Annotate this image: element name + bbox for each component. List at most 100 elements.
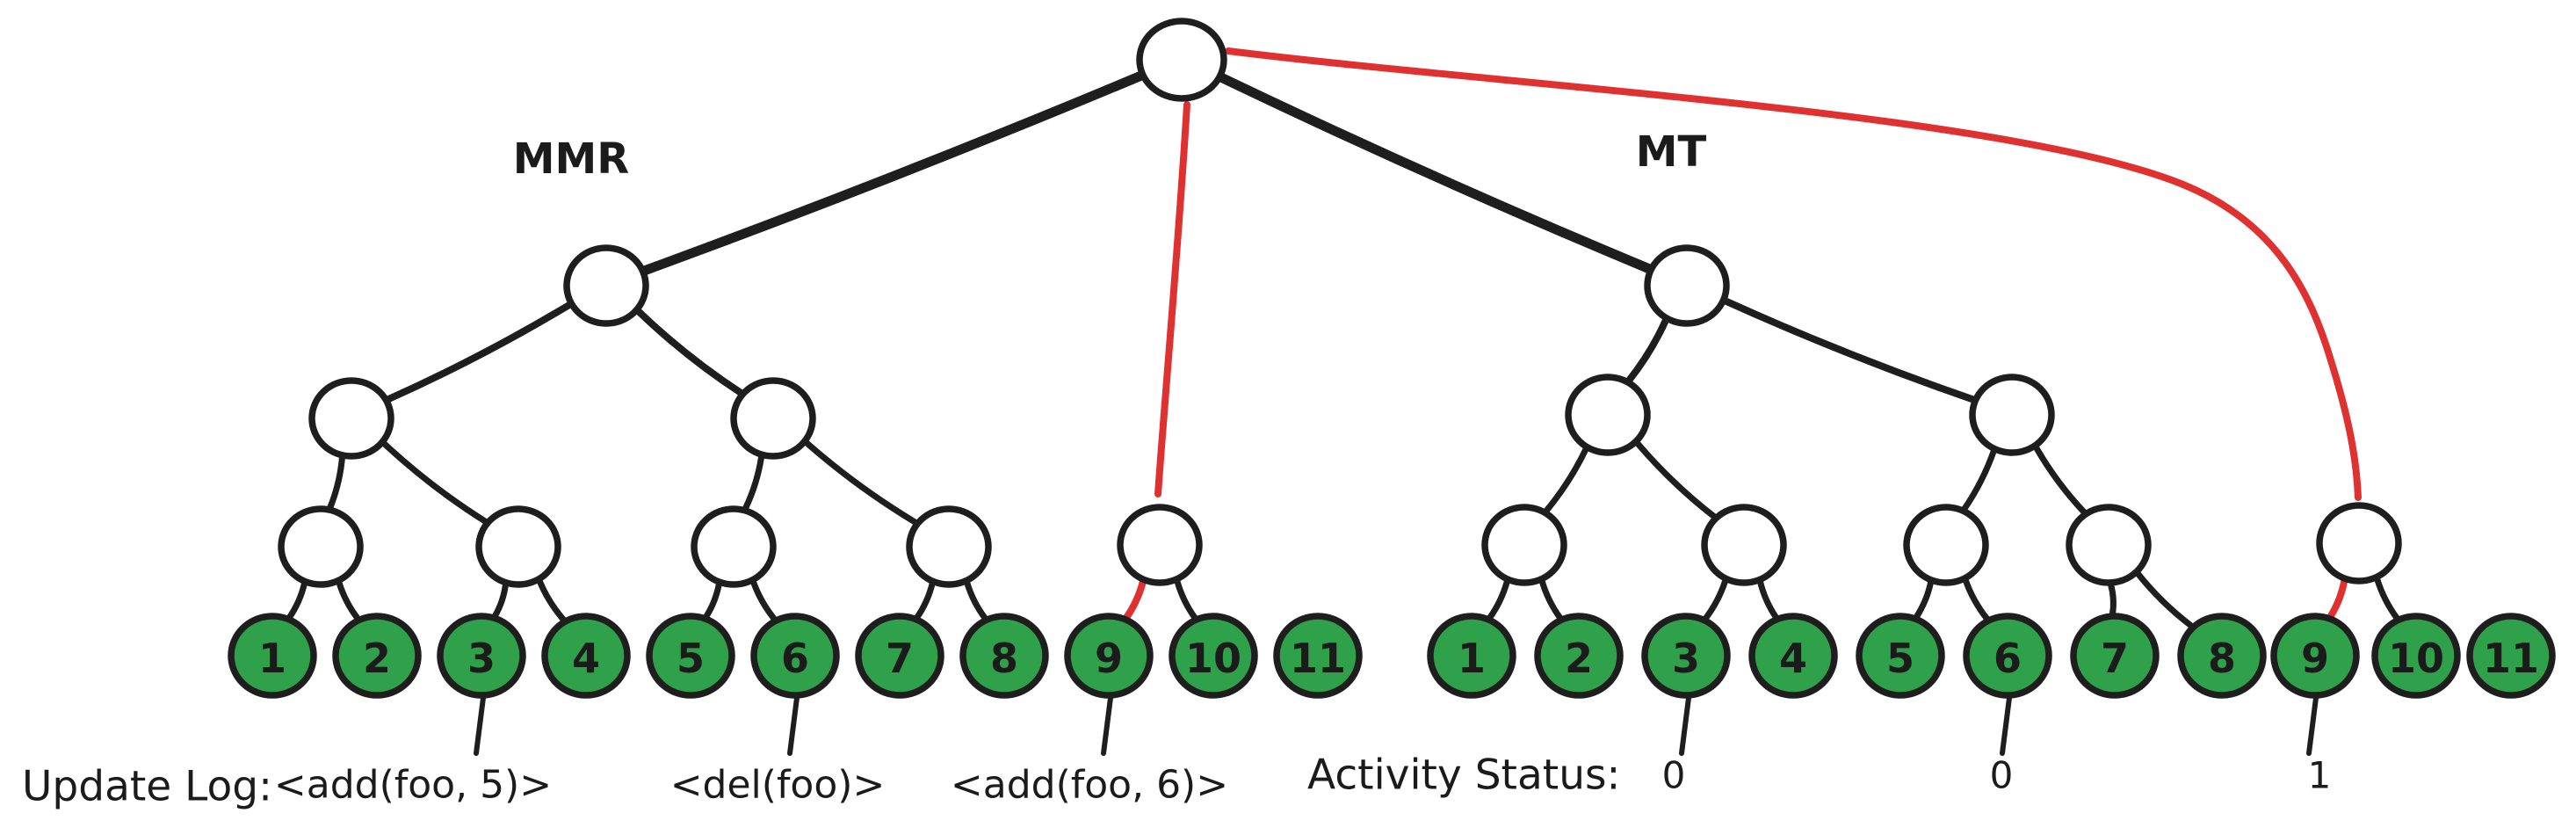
node-mmr-root — [563, 244, 649, 327]
edge-mmr-l3-left-to-mmr-l4-34 — [380, 439, 489, 526]
node-label-mmr-leaf-10: 10 — [1185, 635, 1241, 682]
update-entry-1: <add(foo, 5)> — [274, 763, 552, 808]
edge-mmr-l4-34-to-mmr-leaf-4 — [536, 577, 568, 624]
update-entry-3: <add(foo, 6)> — [951, 763, 1228, 808]
node-mmr-l4-56 — [691, 505, 777, 588]
node-mmr-leaf-5 — [646, 613, 735, 699]
node-mmr-l4-910 — [1117, 504, 1203, 586]
edge-mmr-l4-910-to-mmr-leaf-10 — [1174, 577, 1198, 621]
red-link-root-to-mt-peak — [1225, 47, 2362, 501]
edge-mmr-root-to-mmr-l3-right — [634, 307, 745, 397]
node-mt-leaf-9 — [2270, 613, 2360, 699]
edge-mmr-l4-56-to-mmr-leaf-6 — [749, 578, 778, 623]
node-mt-leaf-10 — [2371, 613, 2461, 699]
activity-value-2: 0 — [1990, 754, 2014, 797]
node-mmr-leaf-3 — [437, 613, 526, 699]
node-mt-root — [1644, 244, 1730, 327]
node-mt-leaf-7 — [2070, 613, 2160, 699]
node-label-mmr-leaf-8: 8 — [990, 635, 1018, 682]
node-label-mt-leaf-7: 7 — [2101, 635, 2129, 682]
mmr-label: MMR — [513, 134, 630, 184]
node-mt-leaf-8 — [2177, 613, 2267, 699]
node-label-mmr-leaf-3: 3 — [467, 635, 496, 682]
node-mmr-leaf-2 — [332, 613, 422, 699]
node-label-mt-leaf-5: 5 — [1886, 635, 1914, 682]
edge-mt-l4-78-to-mt-leaf-7 — [2108, 581, 2117, 618]
node-mmr-leaf-4 — [541, 613, 631, 699]
node-mmr-l4-12 — [278, 505, 364, 588]
node-label-mmr-leaf-11: 11 — [1290, 635, 1346, 682]
edge-mmr-l3-right-to-mmr-l4-56 — [742, 453, 765, 512]
node-label-mmr-leaf-7: 7 — [886, 635, 914, 682]
node-label-mt-leaf-2: 2 — [1565, 635, 1593, 682]
edge-mt-root-to-mt-l3-left — [1624, 316, 1670, 385]
tick-mmr-leaf-9 — [1101, 695, 1113, 756]
node-label-mt-leaf-10: 10 — [2388, 635, 2444, 682]
node-mt-l4-34 — [1701, 504, 1787, 586]
edge-mmr-l4-12-to-mmr-leaf-2 — [336, 578, 361, 622]
tick-mt-leaf-6 — [2000, 695, 2012, 756]
node-mt-l4-56 — [1903, 504, 1989, 586]
edge-mt-l4-34-to-mt-leaf-4 — [1756, 577, 1780, 621]
edge-mt-l3-left-to-mt-l4-12 — [1543, 445, 1589, 515]
node-mmr-leaf-6 — [750, 613, 840, 699]
edge-mt-l4-12-to-mt-leaf-2 — [1538, 577, 1564, 621]
node-mt-leaf-3 — [1641, 613, 1731, 699]
node-label-mt-leaf-6: 6 — [1994, 635, 2022, 682]
edge-mmr-l4-910-to-mmr-leaf-9 — [1122, 577, 1147, 621]
node-label-mmr-leaf-1: 1 — [258, 635, 286, 682]
edge-mt-l4-34-to-mt-leaf-3 — [1702, 577, 1729, 622]
node-label-mt-leaf-1: 1 — [1458, 635, 1486, 682]
node-mt-l3-right — [1969, 374, 2055, 456]
node-mmr-leaf-11 — [1273, 613, 1363, 699]
edge-mt-l4-78-to-mt-leaf-8 — [2134, 570, 2196, 629]
node-label-mt-leaf-8: 8 — [2208, 635, 2236, 682]
edge-mt-l3-right-to-mt-l4-78 — [2032, 444, 2088, 516]
node-mmr-l3-left — [308, 377, 394, 460]
node-label-mmr-leaf-5: 5 — [677, 635, 705, 682]
edge-mt-l3-right-to-mt-l4-56 — [1961, 447, 1997, 512]
node-label-mt-leaf-9: 9 — [2301, 635, 2329, 682]
node-label-mmr-leaf-2: 2 — [363, 635, 391, 682]
tick-mt-leaf-3 — [1679, 695, 1691, 756]
node-mt-leaf-6 — [1963, 613, 2052, 699]
node-label-mt-leaf-11: 11 — [2483, 635, 2539, 682]
update-entry-2: <del(foo)> — [670, 763, 886, 808]
tick-mmr-leaf-3 — [474, 695, 486, 756]
node-mmr-l4-34 — [475, 505, 561, 588]
node-label-mt-leaf-4: 4 — [1779, 635, 1807, 682]
edge-mmr-l4-12-to-mmr-leaf-1 — [286, 579, 308, 621]
node-mmr-l4-78 — [906, 505, 992, 588]
edge-mt-l4-910-to-mt-leaf-10 — [2374, 576, 2400, 622]
edge-top-root-to-mt-root — [1216, 72, 1654, 274]
tick-mmr-leaf-6 — [787, 695, 800, 756]
mt-label: MT — [1636, 127, 1707, 177]
edge-mt-l4-910-to-mt-leaf-9 — [2326, 577, 2348, 621]
node-label-mmr-leaf-9: 9 — [1095, 635, 1123, 682]
edge-top-root-to-mmr-root — [640, 70, 1147, 276]
node-mt-leaf-1 — [1427, 613, 1516, 699]
edge-mt-l4-56-to-mt-leaf-5 — [1913, 578, 1935, 621]
edge-mt-l4-56-to-mt-leaf-6 — [1962, 577, 1991, 622]
node-label-mmr-leaf-6: 6 — [781, 635, 809, 682]
node-mt-l3-left — [1565, 374, 1651, 456]
node-mmr-leaf-10 — [1169, 613, 1258, 699]
activity-value-3: 1 — [2308, 754, 2332, 797]
node-mmr-l3-right — [730, 377, 816, 460]
edge-mmr-root-to-mmr-l3-left — [384, 301, 574, 403]
node-mmr-leaf-9 — [1064, 613, 1154, 699]
edge-mt-l4-12-to-mt-leaf-1 — [1486, 577, 1510, 621]
edge-mmr-l3-left-to-mmr-l4-12 — [327, 454, 345, 512]
edge-mmr-l3-right-to-mmr-l4-78 — [802, 439, 920, 526]
node-mt-leaf-5 — [1856, 613, 1945, 699]
update-log-label: Update Log: — [22, 763, 272, 811]
edge-mmr-l4-34-to-mmr-leaf-3 — [491, 581, 509, 620]
node-mt-leaf-4 — [1748, 613, 1838, 699]
node-label-mt-leaf-3: 3 — [1672, 635, 1700, 682]
activity-label: Activity Status: — [1307, 752, 1620, 800]
node-mt-leaf-2 — [1534, 613, 1624, 699]
node-top-root — [1136, 18, 1227, 102]
node-mt-l4-910 — [2316, 502, 2402, 584]
node-mt-leaf-11 — [2466, 613, 2556, 699]
